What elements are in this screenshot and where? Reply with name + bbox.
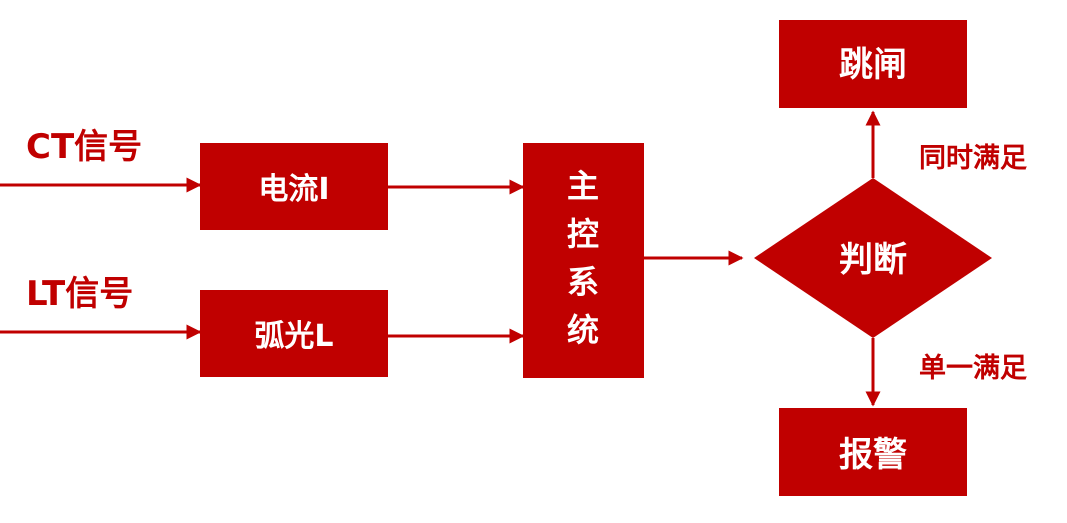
current-box: 电流I (200, 143, 388, 230)
main-control-char-2: 控 (567, 215, 599, 253)
arc-light-box-label: 弧光L (254, 319, 333, 354)
single-met-label: 单一满足 (919, 353, 1027, 384)
current-box-label: 电流I (258, 172, 329, 207)
judge-diamond: 判断 (754, 178, 992, 338)
main-control-char-4: 统 (567, 311, 599, 349)
alarm-box: 报警 (779, 408, 967, 496)
trip-box: 跳闸 (779, 20, 967, 108)
ct-signal-label: CT信号 (26, 127, 142, 167)
lt-signal-label: LT信号 (26, 274, 133, 314)
main-control-box: 主 控 系 统 (523, 143, 644, 378)
arc-light-box: 弧光L (200, 290, 388, 377)
alarm-box-label: 报警 (839, 435, 907, 475)
judge-diamond-label: 判断 (839, 240, 907, 280)
main-control-char-3: 系 (567, 263, 599, 301)
main-control-char-1: 主 (567, 167, 599, 205)
both-met-label: 同时满足 (919, 143, 1027, 174)
trip-box-label: 跳闸 (839, 45, 907, 85)
